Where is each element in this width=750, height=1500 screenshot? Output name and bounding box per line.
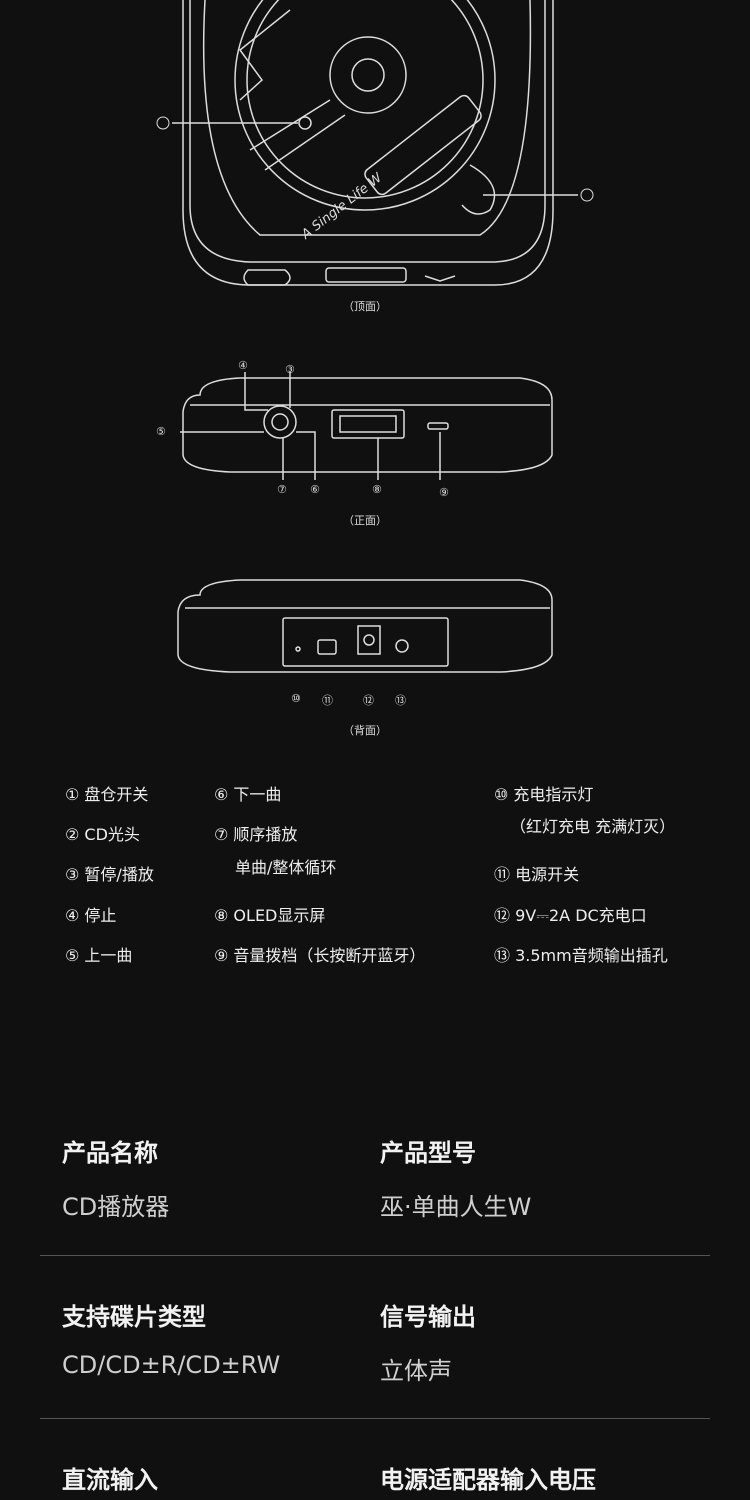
spec-label-dc-input: 直流输入 [62, 1466, 158, 1494]
callout-11: ⑪ [322, 694, 333, 707]
caption-top-view: （顶面） [343, 300, 387, 313]
spec-label-product-name: 产品名称 [62, 1139, 158, 1167]
spec-label-disc-types: 支持碟片类型 [62, 1303, 206, 1331]
back-view-drawing [177, 579, 553, 673]
spec-value-disc-types: CD/CD±R/CD±RW [62, 1351, 281, 1379]
legend-item: ⑬ 3.5mm音频输出插孔 [494, 946, 668, 965]
callout-5: ⑤ [156, 425, 166, 438]
legend-item: ⑫ 9V⎓2A DC充电口 [494, 906, 647, 925]
callout-7: ⑦ [277, 483, 287, 496]
callout-12: ⑫ [363, 694, 374, 707]
legend-item: （红灯充电 充满灯灭） [510, 817, 676, 836]
callout-8: ⑧ [372, 483, 382, 496]
callout-13: ⑬ [395, 694, 406, 707]
divider [40, 1418, 710, 1419]
divider [40, 1255, 710, 1256]
top-view-drawing: A Single Life W [156, 0, 594, 286]
legend-item: ③ 暂停/播放 [65, 865, 154, 884]
legend-item: ⑥ 下一曲 [214, 785, 282, 804]
spec-value-product-name: CD播放器 [62, 1193, 170, 1221]
legend-item: ⑦ 顺序播放 [214, 825, 298, 844]
legend-item: ⑨ 音量拨档（长按断开蓝牙） [214, 946, 426, 965]
spec-value-model: 巫·单曲人生W [380, 1193, 532, 1221]
legend-item: ⑩ 充电指示灯 [494, 785, 594, 804]
spec-value-signal-output: 立体声 [380, 1357, 452, 1385]
legend-item: 单曲/整体循环 [235, 858, 337, 877]
caption-front-view: （正面） [343, 514, 387, 527]
callout-9: ⑨ [439, 486, 449, 499]
legend-item: ④ 停止 [65, 906, 117, 925]
spec-label-adapter-voltage: 电源适配器输入电压 [380, 1466, 596, 1494]
legend-item: ① 盘仓开关 [65, 785, 149, 804]
legend-item: ⑤ 上一曲 [65, 946, 133, 965]
legend-item: ② CD光头 [65, 825, 140, 844]
caption-back-view: （背面） [343, 724, 387, 737]
callout-3: ③ [285, 363, 295, 376]
front-view-drawing [180, 372, 553, 480]
legend-item: ⑪ 电源开关 [494, 865, 580, 884]
spec-label-model: 产品型号 [380, 1139, 476, 1167]
callout-6: ⑥ [310, 483, 320, 496]
callout-4: ④ [238, 359, 248, 372]
spec-label-signal-output: 信号输出 [380, 1303, 476, 1331]
legend-item: ⑧ OLED显示屏 [214, 906, 326, 925]
callout-10: ⑩ [291, 692, 301, 705]
